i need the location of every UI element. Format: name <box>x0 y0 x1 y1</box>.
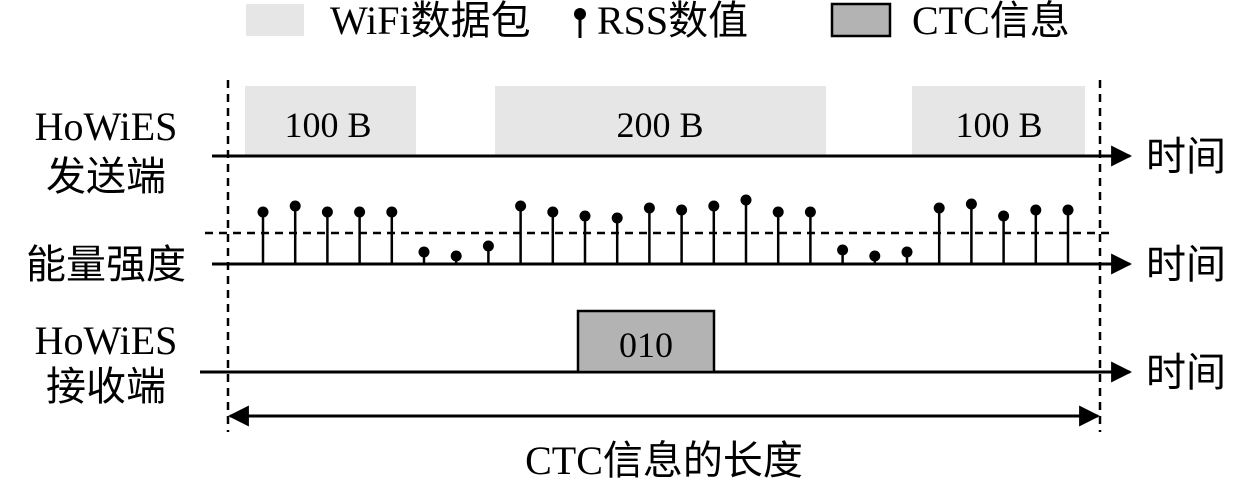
receiver-label-line2: 接收端 <box>46 364 166 409</box>
rss-point <box>837 244 849 256</box>
rss-point <box>321 206 333 218</box>
packet-size-label: 100 B <box>955 105 1042 145</box>
legend: WiFi数据包 RSS数值 CTC信息 <box>246 0 1070 43</box>
rss-point <box>354 206 366 218</box>
wifi-packet <box>912 86 1085 156</box>
rss-point <box>998 210 1010 222</box>
legend-wifi-swatch <box>246 4 304 36</box>
rss-point <box>579 210 591 222</box>
rss-point <box>901 246 913 258</box>
rss-samples <box>257 194 1074 264</box>
rss-point <box>257 206 269 218</box>
rss-point <box>289 200 301 212</box>
ctc-length-label: CTC信息的长度 <box>525 438 803 483</box>
sender-label-line2: 发送端 <box>46 154 166 199</box>
receiver-time-label: 时间 <box>1146 350 1226 395</box>
sender-packets: 100 B 200 B 100 B <box>245 86 1085 156</box>
receiver-label-line1: HoWiES <box>35 318 178 363</box>
packet-size-label: 100 B <box>284 105 371 145</box>
rss-point <box>482 240 494 252</box>
rss-point <box>933 202 945 214</box>
ctc-message-label: 010 <box>619 325 673 365</box>
rss-point <box>450 250 462 262</box>
rss-point <box>547 206 559 218</box>
energy-time-label: 时间 <box>1146 242 1226 287</box>
legend-ctc-swatch <box>830 2 892 38</box>
rss-point <box>772 206 784 218</box>
legend-rss-label: RSS数值 <box>597 0 748 43</box>
sender-time-label: 时间 <box>1146 134 1226 179</box>
rss-point <box>869 250 881 262</box>
rss-point <box>643 202 655 214</box>
rss-point <box>740 194 752 206</box>
packet-size-label: 200 B <box>616 105 703 145</box>
rss-point <box>1030 204 1042 216</box>
sender-label-line1: HoWiES <box>35 104 178 149</box>
rss-point <box>386 206 398 218</box>
ctc-message-box <box>576 309 716 374</box>
rss-point <box>708 200 720 212</box>
rss-point <box>965 198 977 210</box>
wifi-packet <box>245 86 416 156</box>
rss-point <box>515 200 527 212</box>
rss-point <box>611 212 623 224</box>
legend-rss-icon <box>574 8 586 38</box>
rss-point <box>804 206 816 218</box>
rss-point <box>1062 204 1074 216</box>
rss-point <box>418 246 430 258</box>
energy-label: 能量强度 <box>26 242 186 287</box>
wifi-packet <box>495 86 826 156</box>
legend-ctc-label: CTC信息 <box>912 0 1070 43</box>
rss-point <box>676 204 688 216</box>
legend-wifi-label: WiFi数据包 <box>330 0 531 43</box>
